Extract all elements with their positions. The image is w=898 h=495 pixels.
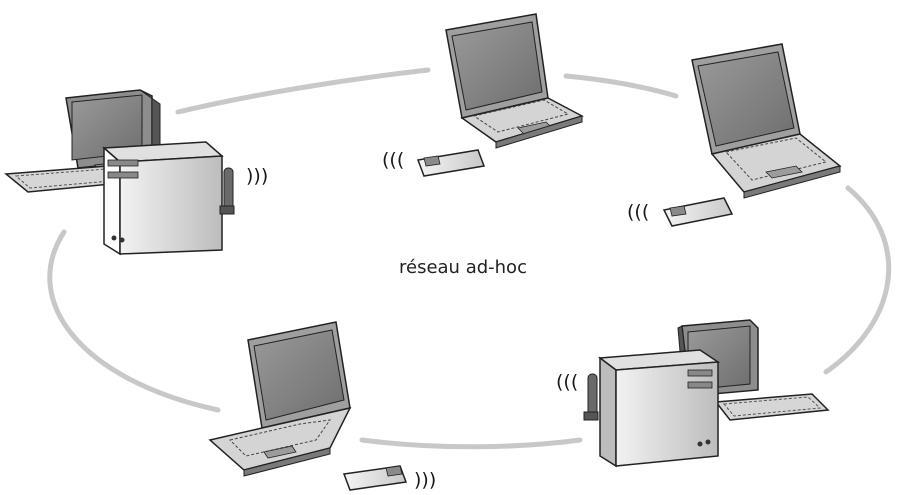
antenna-icon: [583, 373, 599, 421]
laptop-icon: [445, 13, 584, 149]
keyboard-icon: [714, 393, 830, 421]
wireless-card-icon: [662, 197, 734, 227]
ring-arc-bottom: [359, 437, 583, 450]
ring-arc-right: [823, 185, 892, 375]
antenna-icon: [219, 167, 235, 215]
tower-icon: [597, 349, 721, 468]
wireless-card-icon: [416, 149, 486, 177]
signal-waves-out: ))): [246, 165, 268, 187]
wireless-card-icon: [342, 465, 408, 491]
signal-waves-in: (((: [382, 149, 404, 171]
ring-arc-left: [47, 229, 221, 413]
laptop-top-right: (((: [627, 43, 842, 227]
signal-waves-in: (((: [556, 371, 578, 393]
ring-arc-top-left: [175, 67, 431, 115]
tower-icon: [102, 141, 224, 256]
laptop-top-center: (((: [382, 13, 584, 177]
desktop-pc-right: (((: [556, 319, 830, 468]
laptop-icon: [208, 321, 352, 477]
laptop-bottom-left: ))): [208, 321, 436, 491]
network-label: réseau ad-hoc: [399, 257, 527, 278]
network-ring: [47, 67, 892, 450]
signal-waves-in: (((: [627, 201, 649, 223]
laptop-icon: [691, 43, 842, 199]
desktop-pc-left: ))): [4, 89, 268, 256]
ring-arc-top-right: [563, 73, 679, 99]
signal-waves-out: ))): [414, 469, 436, 491]
